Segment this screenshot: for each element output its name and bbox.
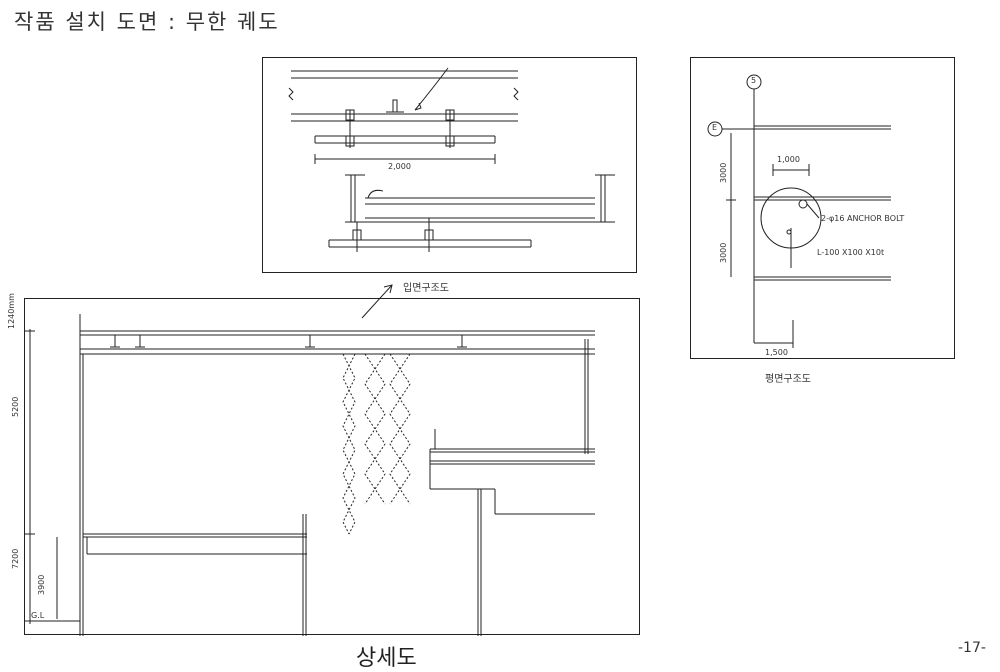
plan-height-b-dim: 3000 [719, 242, 728, 263]
page-number: -17- [958, 640, 986, 656]
elevation-caption: 입면구조도 [403, 283, 449, 294]
grid-marker-5: 5 [751, 76, 757, 85]
plan-drawing [691, 58, 956, 360]
section-drawing-frame: 1240mm 5200 7200 3900 G.L [7, 293, 641, 636]
angle-note: L-100 X100 X10t [817, 248, 885, 257]
section-lower-dim: 7200 [11, 548, 20, 569]
ground-level-label: G.L [31, 611, 45, 620]
plan-height-a-dim: 3000 [719, 162, 728, 183]
section-drawing [25, 299, 641, 636]
elevation-drawing-frame: 2,000 [262, 57, 637, 273]
elevation-width-dim: 2,000 [388, 162, 411, 171]
section-top-dim: 1240mm [7, 293, 16, 329]
section-caption: 상세도 [356, 646, 417, 671]
grid-marker-e: E [712, 123, 718, 132]
plan-drawing-frame: 5 E 1,000 1,500 3000 3000 2-φ16 ANCHOR B… [690, 57, 955, 359]
plan-span-a-dim: 1,000 [777, 155, 800, 164]
plan-caption: 평면구조도 [765, 374, 811, 385]
elevation-drawing [263, 58, 638, 274]
page-title: 작품 설치 도면 : 무한 궤도 [14, 10, 280, 34]
section-middle-dim: 5200 [11, 396, 20, 417]
section-inner-dim: 3900 [37, 574, 46, 595]
plan-span-b-dim: 1,500 [765, 348, 788, 357]
anchor-bolt-note: 2-φ16 ANCHOR BOLT [821, 214, 905, 223]
